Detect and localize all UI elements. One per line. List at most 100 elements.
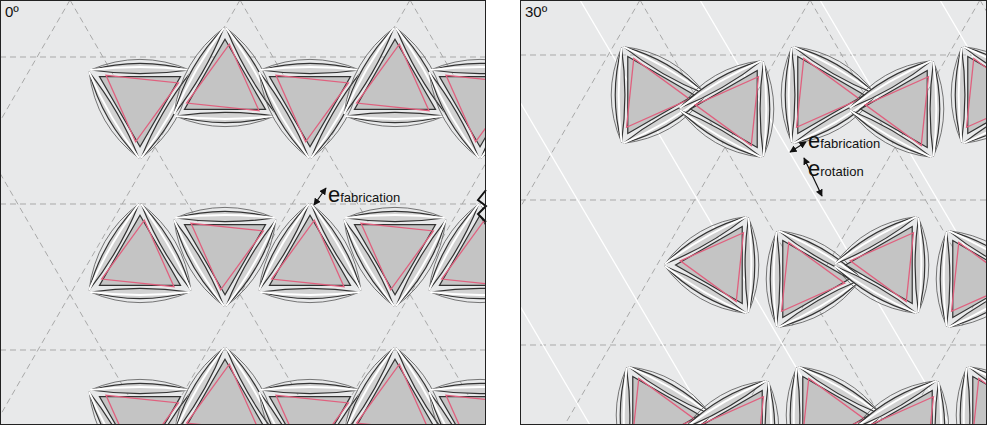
- lens-highlight: [624, 368, 627, 425]
- pink-outline: [680, 233, 743, 302]
- grid-line: [240, 1, 485, 425]
- pink-outline: [952, 243, 986, 312]
- lens-highlight: [260, 292, 360, 295]
- lens-highlight: [749, 218, 752, 313]
- grid-line: [521, 1, 640, 425]
- lens-segment: [935, 382, 945, 425]
- lens-highlight: [260, 67, 360, 70]
- lens-highlight: [919, 218, 922, 313]
- lens-segment: [960, 368, 970, 425]
- pink-outline: [797, 59, 860, 128]
- lens-highlight: [345, 215, 445, 218]
- lens-segment: [175, 112, 275, 122]
- lens-segment: [260, 383, 360, 393]
- pink-outline: [870, 397, 933, 425]
- panel-frame: 0º: [0, 0, 486, 425]
- triangle-tile: [633, 376, 700, 425]
- lens-highlight: [430, 387, 485, 390]
- grid-line: [640, 1, 885, 425]
- pink-outline: [187, 364, 259, 425]
- lens-segment: [790, 368, 800, 425]
- lens-highlight: [789, 48, 792, 143]
- pink-outline: [187, 44, 259, 110]
- lens-segment: [90, 383, 190, 393]
- error-label: efabrication: [328, 182, 400, 208]
- lens-segment: [430, 383, 485, 393]
- lens-segment: [785, 48, 795, 143]
- pink-outline: [627, 59, 690, 128]
- pink-outline: [106, 75, 178, 141]
- pink-outline: [357, 44, 429, 110]
- lens-highlight: [964, 368, 967, 425]
- lens-highlight: [345, 116, 445, 119]
- grid-line: [1, 350, 485, 351]
- error-label: efabrication: [808, 128, 880, 154]
- pink-outline: [802, 379, 865, 425]
- lens-highlight: [769, 382, 772, 425]
- pink-outline: [695, 77, 758, 146]
- lens-highlight: [90, 387, 190, 390]
- lens-highlight: [90, 292, 190, 295]
- pink-outline: [102, 220, 174, 286]
- triangle-tile: [184, 359, 265, 425]
- lens-highlight: [939, 382, 942, 425]
- grid-line: [335, 1, 485, 425]
- lens-segment: [615, 48, 625, 143]
- lens-highlight: [764, 62, 767, 157]
- lens-segment: [760, 62, 770, 157]
- grid-line: [521, 200, 986, 201]
- pink-outline: [782, 243, 845, 312]
- grid-line: [1, 1, 70, 425]
- pink-outline: [865, 77, 928, 146]
- pink-outline: [972, 379, 986, 425]
- pink-outline: [272, 220, 344, 286]
- rotated-edge: [521, 1, 590, 425]
- error-label: erotation: [808, 156, 864, 182]
- lens-segment: [260, 63, 360, 73]
- lens-segment: [345, 211, 445, 221]
- dimension-arrow: [314, 188, 326, 205]
- lens-highlight: [944, 232, 947, 327]
- grid-line: [521, 345, 986, 346]
- lens-segment: [620, 368, 630, 425]
- lens-segment: [90, 288, 190, 298]
- pink-outline: [191, 223, 263, 289]
- lens-highlight: [959, 48, 962, 143]
- lens-highlight: [934, 62, 937, 157]
- lens-segment: [90, 63, 190, 73]
- lens-highlight: [794, 368, 797, 425]
- lens-highlight: [430, 292, 485, 295]
- rotated-edge: [521, 1, 710, 425]
- grid-line: [565, 1, 810, 425]
- triangle-tile: [269, 397, 350, 425]
- lens-segment: [915, 218, 925, 313]
- pink-outline: [967, 59, 986, 128]
- lens-segment: [770, 232, 780, 327]
- pink-outline: [357, 364, 429, 425]
- lens-highlight: [619, 48, 622, 143]
- pink-outline: [446, 395, 485, 425]
- panel-frame: 30º: [520, 0, 987, 425]
- panel-angle: 0º: [2, 2, 22, 21]
- pink-outline: [106, 395, 178, 425]
- pink-outline: [632, 379, 695, 425]
- pink-outline: [442, 220, 485, 286]
- lens-segment: [940, 232, 950, 327]
- lens-segment: [430, 288, 485, 298]
- triangle-tile: [866, 390, 933, 425]
- lens-segment: [765, 382, 775, 425]
- lens-segment: [430, 63, 485, 73]
- panel-ground: [520, 0, 987, 425]
- rotated-edge: [940, 1, 986, 425]
- triangle-tile: [803, 376, 870, 425]
- lens-highlight: [90, 67, 190, 70]
- lens-highlight: [430, 67, 485, 70]
- pink-outline: [446, 75, 485, 141]
- lens-highlight: [260, 387, 360, 390]
- rotated-edge: [580, 1, 830, 425]
- lens-segment: [955, 48, 965, 143]
- break-mark: [478, 190, 486, 222]
- lens-segment: [930, 62, 940, 157]
- lens-segment: [345, 112, 445, 122]
